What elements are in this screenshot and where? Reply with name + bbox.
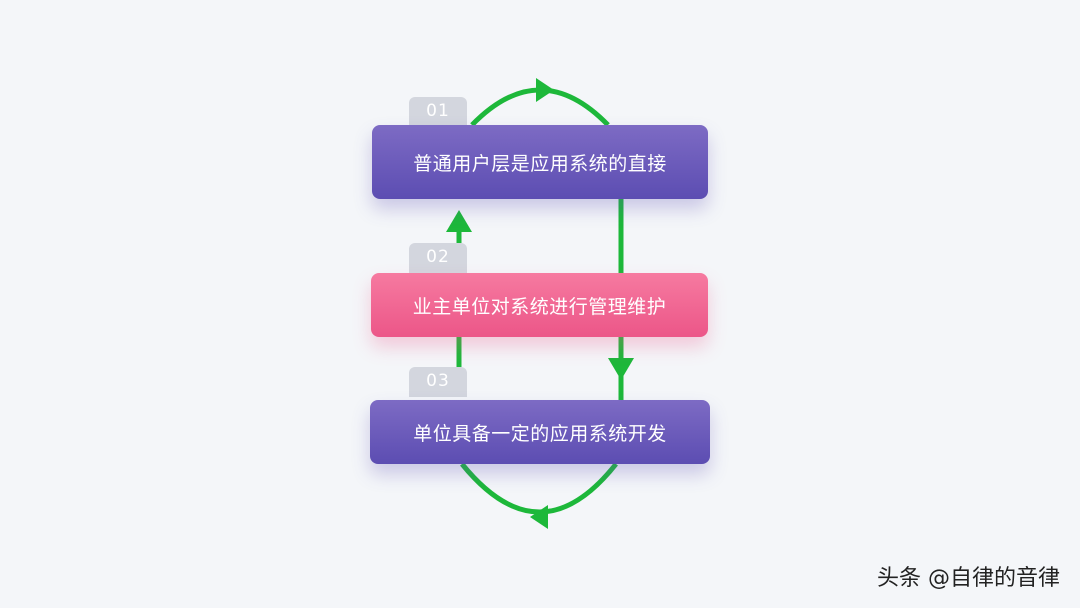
step-number-tab-2: 02: [409, 243, 467, 273]
step-text-3: 单位具备一定的应用系统开发: [413, 422, 667, 445]
step-number-tab-3: 03: [409, 367, 467, 397]
step-card-2: 业主单位对系统进行管理维护: [371, 273, 708, 337]
watermark-text: 头条 @自律的音律: [877, 566, 1060, 591]
step-card-1: 普通用户层是应用系统的直接: [372, 125, 708, 199]
arrowhead-bottom: [530, 505, 548, 529]
arrowhead-left-up: [446, 210, 472, 232]
arc-bottom: [460, 462, 618, 515]
arrowhead-top: [536, 78, 554, 102]
arrowhead-right-down: [608, 358, 634, 380]
step-card-3: 单位具备一定的应用系统开发: [370, 400, 710, 464]
step-text-2: 业主单位对系统进行管理维护: [412, 295, 667, 318]
step-number-tab-1: 01: [409, 97, 467, 127]
step-text-1: 普通用户层是应用系统的直接: [413, 152, 667, 175]
